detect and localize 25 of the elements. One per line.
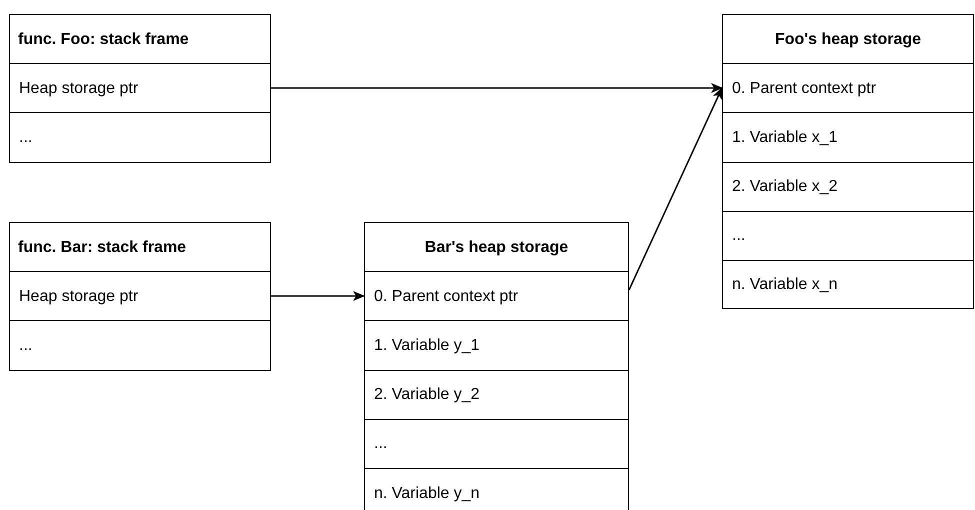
arrow [628, 87, 723, 290]
row-text: 2. Variable y_2 [374, 386, 480, 404]
row-text: ... [19, 129, 32, 147]
table-header: Bar's heap storage [424, 238, 568, 256]
row-text: 0. Parent context ptr [732, 80, 876, 98]
storage-table [722, 14, 974, 309]
row-text: n. Variable y_n [374, 484, 480, 502]
table-header: Foo's heap storage [774, 30, 922, 48]
table-header: func. Bar: stack frame [18, 238, 186, 256]
row-text: 1. Variable x_1 [732, 128, 838, 146]
arrow [271, 291, 365, 301]
arrow [271, 83, 723, 93]
row-text: ... [732, 227, 746, 245]
row-text: ... [19, 337, 32, 355]
storage-table [9, 222, 271, 371]
row-text: 2. Variable x_2 [732, 178, 838, 196]
row-text: ... [374, 435, 388, 453]
row-text: 0. Parent context ptr [374, 288, 518, 306]
row-text: Heap storage ptr [19, 288, 138, 306]
row-text: Heap storage ptr [19, 80, 138, 98]
row-text: 1. Variable y_1 [374, 336, 480, 354]
table-header: func. Foo: stack frame [18, 30, 189, 48]
row-text: n. Variable x_n [732, 276, 838, 294]
storage-table [364, 222, 629, 510]
storage-table [9, 14, 271, 163]
